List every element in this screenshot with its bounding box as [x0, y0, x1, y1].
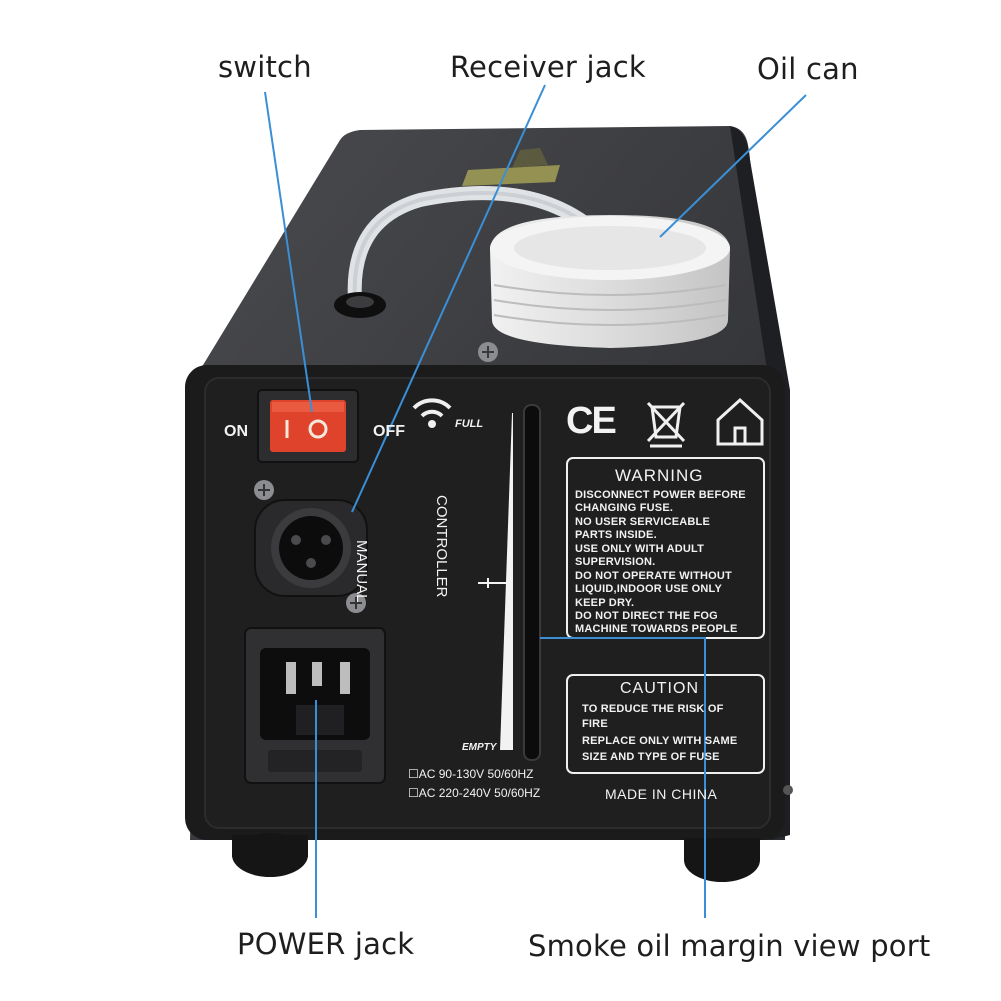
warning-line: CHANGING FUSE. — [575, 502, 674, 514]
switch-callout: switch — [218, 50, 312, 84]
wireless-icon — [412, 398, 452, 428]
indoor-house-icon — [716, 397, 764, 446]
manual-label: MANUAL — [353, 540, 370, 603]
weee-icon — [646, 401, 686, 448]
on-label: ON — [224, 423, 248, 440]
receiver-callout-line — [351, 84, 546, 513]
warning-line: SUPERVISION. — [575, 556, 656, 568]
warning-line: USE ONLY WITH ADULT — [575, 543, 705, 555]
switch-callout-line — [264, 91, 313, 413]
made-in-label: MADE IN CHINA — [605, 786, 718, 802]
receiver-jack-callout: Receiver jack — [450, 50, 646, 84]
view-port-callout: Smoke oil margin view port — [528, 929, 931, 963]
view-port-window — [523, 404, 541, 761]
warning-title: WARNING — [615, 466, 704, 485]
off-label: OFF — [373, 423, 405, 440]
caution-box — [566, 674, 765, 774]
power-jack-callout: POWER jack — [237, 927, 415, 961]
caution-line: REPLACE ONLY WITH SAME — [582, 735, 738, 747]
warning-line: MACHINE TOWARDS PEOPLE — [575, 623, 738, 635]
caution-line: FIRE — [582, 718, 608, 730]
empty-label: EMPTY — [462, 742, 497, 753]
oil-can-callout-line — [659, 94, 807, 238]
callout-lines — [264, 84, 807, 918]
full-label: FULL — [455, 418, 484, 430]
oil-level-gauge — [478, 413, 513, 750]
ce-mark: CE — [566, 400, 617, 442]
warning-line: DISCONNECT POWER BEFORE — [575, 489, 746, 501]
caution-title: CAUTION — [620, 680, 699, 697]
oil-can-callout: Oil can — [757, 52, 859, 86]
voltage-option-1: ☐AC 90-130V 50/60HZ — [408, 767, 534, 781]
warning-line: NO USER SERVICEABLE — [575, 516, 711, 528]
warning-line: DO NOT OPERATE WITHOUT — [575, 570, 732, 582]
voltage-option-2: ☐AC 220-240V 50/60HZ — [408, 786, 541, 800]
warning-line: LIQUID,INDOOR USE ONLY — [575, 583, 723, 595]
warning-line: DO NOT DIRECT THE FOG — [575, 610, 718, 622]
view-port-callout-line — [540, 637, 706, 918]
power-switch — [270, 400, 346, 452]
controller-label: CONTROLLER — [433, 495, 450, 598]
caution-line: SIZE AND TYPE OF FUSE — [582, 751, 720, 763]
caution-line: TO REDUCE THE RISK OF — [582, 703, 724, 715]
warning-line: PARTS INSIDE. — [575, 529, 657, 541]
warning-line: KEEP DRY. — [575, 597, 635, 609]
receiver-jack — [254, 480, 368, 613]
